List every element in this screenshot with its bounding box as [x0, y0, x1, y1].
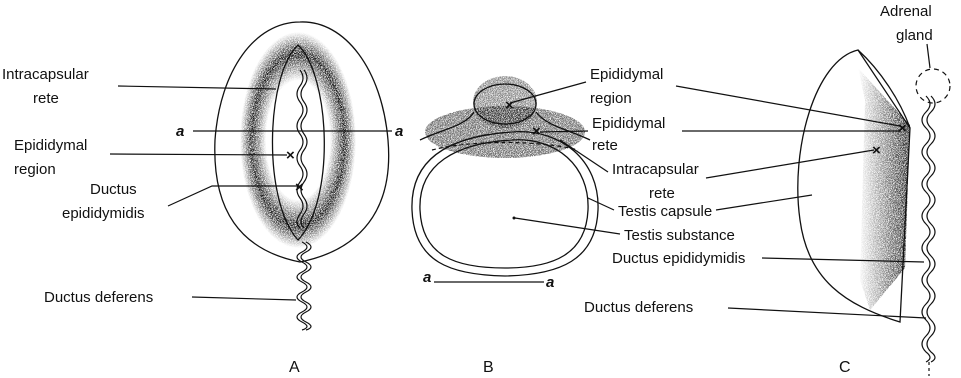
section-mark-a-left: a: [176, 123, 184, 140]
label-intracapsular-rete-b: Intracapsular: [612, 161, 699, 178]
label-adrenal-gland-c-2: gland: [896, 27, 933, 44]
label-epididymal-rete-b-2: rete: [592, 137, 618, 154]
label-epididymal-region-b: Epididymal: [590, 66, 663, 83]
label-ductus-deferens-c: Ductus deferens: [584, 299, 693, 316]
svg-text:×: ×: [286, 147, 295, 164]
label-epididymal-rete-b: Epididymal: [592, 115, 665, 132]
label-ductus-epididymidis-a-2: epididymidis: [62, 205, 145, 222]
rete-stipple-a: [240, 32, 356, 248]
section-mark-a-right: a: [395, 123, 403, 140]
panel-a: × × Intracapsular rete a a Epididymal re…: [2, 22, 403, 376]
label-testis-capsule-b: Testis capsule: [618, 203, 712, 220]
label-epididymal-region-a: Epididymal: [14, 137, 87, 154]
svg-text:×: ×: [505, 97, 514, 114]
panel-c: × × Adrenal gland Ductus epididymidis Du…: [584, 3, 950, 376]
label-intracapsular-rete-a: Intracapsular: [2, 66, 89, 83]
label-intracapsular-rete-b-2: rete: [649, 185, 675, 202]
svg-text:×: ×: [898, 120, 907, 137]
label-ductus-epididymidis-c: Ductus epididymidis: [612, 250, 745, 267]
label-testis-substance-b: Testis substance: [624, 227, 735, 244]
panel-letter-b: B: [483, 359, 494, 376]
label-epididymal-region-b-2: region: [590, 90, 632, 107]
label-adrenal-gland-c: Adrenal: [880, 3, 932, 20]
panel-letter-a: A: [289, 359, 300, 376]
svg-text:×: ×: [295, 179, 304, 196]
label-ductus-deferens-a: Ductus deferens: [44, 289, 153, 306]
panel-letter-c: C: [839, 359, 851, 376]
svg-text:×: ×: [532, 123, 541, 140]
label-epididymal-region-a-2: region: [14, 161, 56, 178]
label-ductus-epididymidis-a: Ductus: [90, 181, 137, 198]
section-mark-b-right: a: [546, 274, 554, 291]
panel-b: × × Epididymal region Epididymal rete In…: [412, 66, 735, 376]
section-mark-b-left: a: [423, 269, 431, 286]
duct-c: [922, 96, 930, 362]
label-intracapsular-rete-a-2: rete: [33, 90, 59, 107]
testis-substance-b: [420, 140, 588, 268]
